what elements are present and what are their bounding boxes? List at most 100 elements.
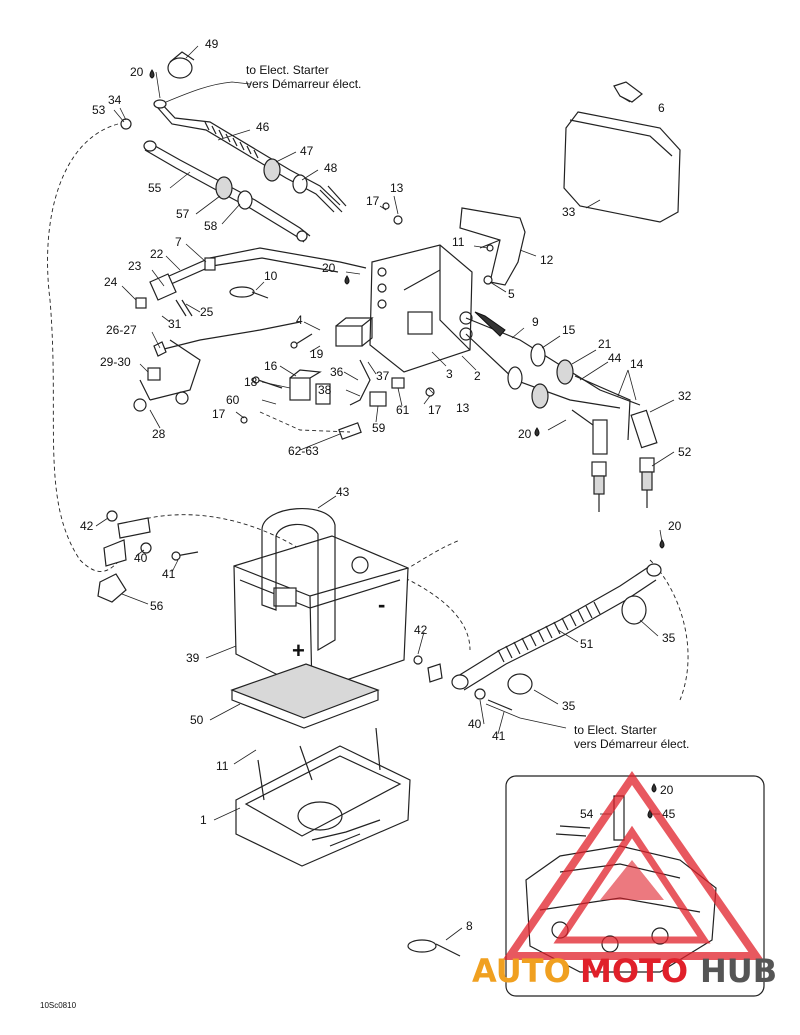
callout-20-mid: 20: [322, 261, 336, 275]
note-starter-bottom-fr: vers Démarreur élect.: [574, 737, 689, 751]
callout-45: 45: [662, 807, 676, 821]
plus-sign: +: [292, 638, 305, 663]
negative-cable-51: [413, 563, 662, 711]
relay-and-fuse: [259, 317, 405, 440]
callout-17-top: 17: [366, 194, 380, 208]
callout-40-right: 40: [468, 717, 482, 731]
callout-31: 31: [168, 317, 182, 331]
callout-19: 19: [310, 347, 324, 361]
ignition-cables: [465, 311, 658, 455]
callout-13-top: 13: [390, 181, 404, 195]
callout-24: 24: [104, 275, 118, 289]
callout-43: 43: [336, 485, 350, 499]
callout-20-plugs: 20: [518, 427, 532, 441]
cover-33: [563, 111, 681, 223]
note-starter-bottom-en: to Elect. Starter: [574, 723, 657, 737]
spark-plugs-52: [591, 457, 655, 512]
callout-40-left: 40: [134, 551, 148, 565]
callout-54: 54: [580, 807, 594, 821]
callout-42-left: 42: [80, 519, 94, 533]
callout-49: 49: [205, 37, 219, 51]
callout-28: 28: [152, 427, 166, 441]
cap-49: [167, 57, 193, 79]
callout-20-neg: 20: [668, 519, 682, 533]
callout-58: 58: [204, 219, 218, 233]
callout-57: 57: [176, 207, 190, 221]
left-terminals: [97, 510, 199, 603]
callout-36: 36: [330, 365, 344, 379]
callout-16: 16: [264, 359, 278, 373]
callout-26-27: 26-27: [106, 323, 137, 337]
callout-52: 52: [678, 445, 692, 459]
callout-41-right: 41: [492, 729, 506, 743]
callout-5: 5: [508, 287, 515, 301]
callout-44: 44: [608, 351, 622, 365]
callout-1: 1: [200, 813, 207, 827]
callout-42-right: 42: [414, 623, 428, 637]
callout-38: 38: [318, 383, 332, 397]
callout-56: 56: [150, 599, 164, 613]
callout-50: 50: [190, 713, 204, 727]
callout-34: 34: [108, 93, 122, 107]
harness-left: [133, 247, 367, 412]
callout-17-left: 17: [212, 407, 226, 421]
callout-29-30: 29-30: [100, 355, 131, 369]
callout-51: 51: [580, 637, 594, 651]
figure-code: 10Sc0810: [40, 1001, 77, 1010]
callout-11-bottom: 11: [216, 759, 229, 773]
callout-18: 18: [244, 375, 258, 389]
callout-39: 39: [186, 651, 200, 665]
battery-tray: [230, 663, 411, 867]
callout-4: 4: [296, 313, 303, 327]
leader-lines: [95, 45, 675, 941]
callout-10: 10: [264, 269, 278, 283]
callout-60: 60: [226, 393, 240, 407]
callout-12: 12: [540, 253, 554, 267]
callout-37: 37: [376, 369, 390, 383]
clamp-10: [229, 286, 269, 299]
callout-14: 14: [630, 357, 644, 371]
callout-47: 47: [300, 144, 314, 158]
positive-cable-46: [153, 99, 347, 213]
callout-61: 61: [396, 403, 410, 417]
callout-35-top: 35: [662, 631, 676, 645]
cable-55: [143, 140, 311, 243]
callout-48: 48: [324, 161, 338, 175]
callout-22: 22: [150, 247, 164, 261]
solenoid-box: [369, 244, 473, 373]
watermark-moto: MOTO: [580, 952, 688, 990]
callout-20-inset: 20: [660, 783, 674, 797]
callout-21: 21: [598, 337, 612, 351]
callout-8: 8: [466, 919, 473, 933]
callout-46: 46: [256, 120, 270, 134]
callout-6: 6: [658, 101, 665, 115]
minus-sign: -: [378, 592, 385, 617]
callout-35-bottom: 35: [562, 699, 576, 713]
watermark-auto: AUTO: [472, 952, 571, 990]
bracket-12: [459, 207, 526, 286]
callout-33: 33: [562, 205, 576, 219]
callout-9: 9: [532, 315, 539, 329]
watermark-logo: AUTO MOTO HUB: [472, 770, 777, 990]
callout-23: 23: [128, 259, 142, 273]
callout-20-top: 20: [130, 65, 144, 79]
note-starter-top-en: to Elect. Starter: [246, 63, 329, 77]
callout-17-right: 17: [428, 403, 442, 417]
callout-41-left: 41: [162, 567, 176, 581]
callout-15: 15: [562, 323, 576, 337]
battery-39: + -: [233, 507, 409, 693]
callout-32: 32: [678, 389, 692, 403]
clip-6: [613, 81, 643, 103]
callout-7: 7: [175, 235, 182, 249]
callout-3: 3: [446, 367, 453, 381]
lubricant-drop-icons: [149, 69, 665, 819]
note-starter-top-fr: vers Démarreur élect.: [246, 77, 361, 91]
callout-13-mid: 13: [456, 401, 470, 415]
callout-62-63: 62-63: [288, 444, 319, 458]
callout-59: 59: [372, 421, 386, 435]
callout-numbers: 49 20 34 53 46 47 48 55 57 58 13 17 6 33…: [80, 37, 692, 933]
callout-55: 55: [148, 181, 162, 195]
callout-25: 25: [200, 305, 214, 319]
watermark-hub: HUB: [700, 952, 777, 990]
